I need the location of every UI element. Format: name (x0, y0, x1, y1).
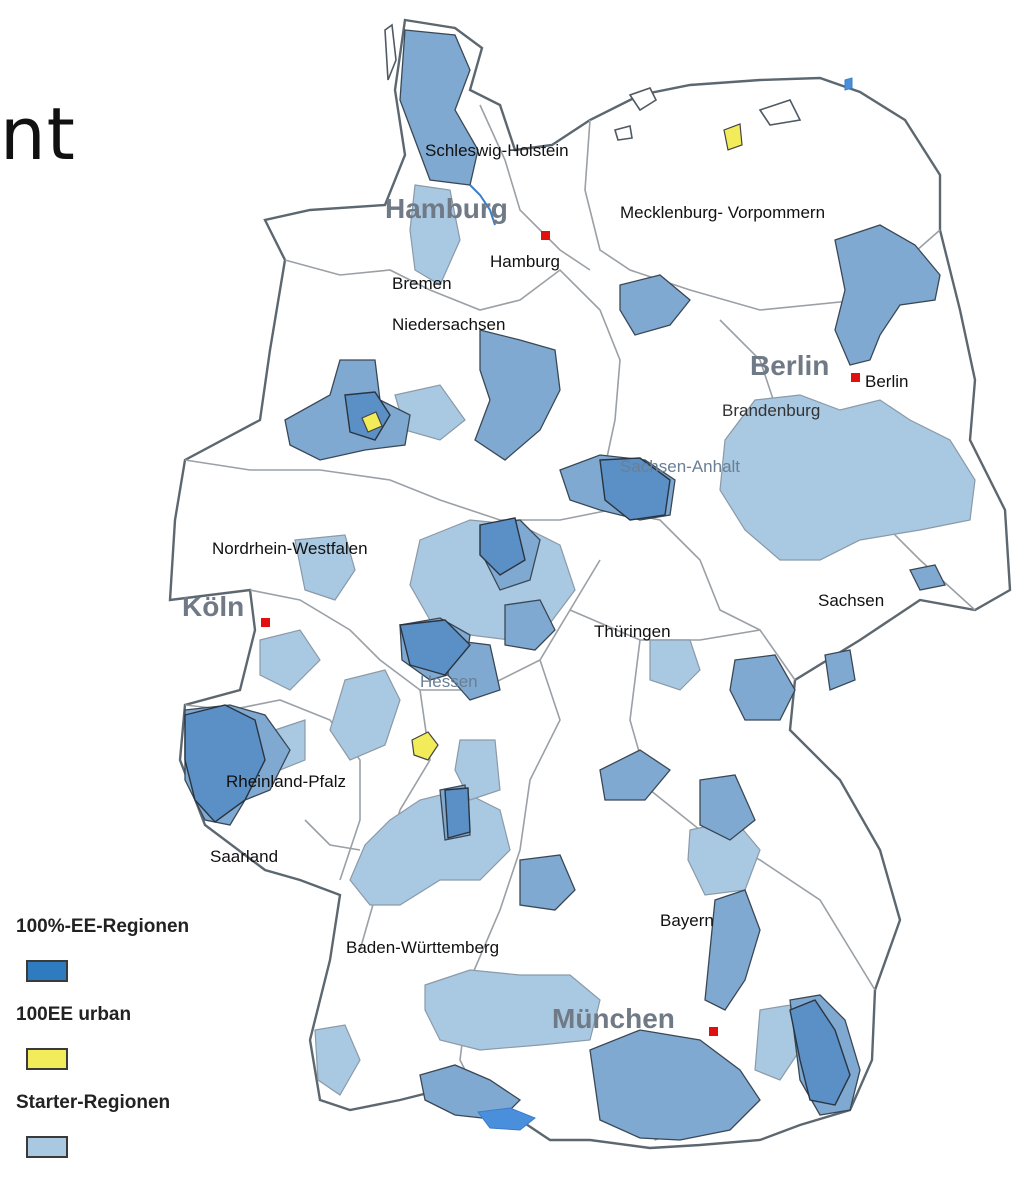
legend-label: 100EE urban (16, 1004, 132, 1025)
label-muenchen: München (552, 1003, 675, 1034)
muenchen-marker (709, 1027, 718, 1036)
label-mecklenburg: Mecklenburg- Vorpommern (620, 203, 825, 222)
koeln-marker (261, 618, 270, 627)
label-bayern: Bayern (660, 911, 714, 930)
label-schleswig-holstein: Schleswig-Holstein (425, 141, 569, 160)
label-koeln: Köln (182, 591, 244, 622)
legend-swatch-ee (26, 960, 68, 982)
germany-outline (168, 18, 1012, 1150)
partial-title: nt (0, 92, 76, 176)
water-bodies (469, 77, 853, 1131)
label-sachsen: Sachsen (818, 591, 884, 610)
hamburg-marker (541, 231, 550, 240)
label-niedersachsen: Niedersachsen (392, 315, 505, 334)
ee-regions (184, 391, 851, 1106)
berlin-marker (851, 373, 860, 382)
legend-label: 100%-EE-Regionen (16, 916, 190, 937)
starter-regions (259, 184, 976, 1141)
label-rheinland-pfalz: Rheinland-Pfalz (226, 772, 346, 791)
label-thueringen: Thüringen (594, 622, 671, 641)
label-bremen: Bremen (392, 274, 452, 293)
label-hamburg-small: Hamburg (490, 252, 560, 271)
legend-item-ee-urban: 100EE urban (16, 1004, 276, 1092)
legend-label: Starter-Regionen (16, 1092, 171, 1113)
label-saarland: Saarland (210, 847, 278, 866)
label-hamburg-big: Hamburg (385, 193, 508, 224)
legend-item-ee-regions: 100%-EE-Regionen (16, 916, 276, 1004)
legend-swatch-starter (26, 1136, 68, 1158)
label-nrw: Nordrhein-Westfalen (212, 539, 368, 558)
label-brandenburg: Brandenburg (722, 401, 820, 420)
map-labels: Schleswig-Holstein Hamburg Hamburg Meckl… (182, 141, 908, 1034)
ee-urban-regions (361, 123, 743, 761)
legend-item-starter: Starter-Regionen (16, 1092, 276, 1180)
label-berlin-big: Berlin (750, 350, 829, 381)
label-hessen: Hessen (420, 672, 478, 691)
legend: 100%-EE-Regionen 100EE urban Starter-Reg… (16, 916, 276, 1180)
legend-swatch-urban (26, 1048, 68, 1070)
label-baden-wuerttemberg: Baden-Württemberg (346, 938, 499, 957)
label-sachsen-anhalt: Sachsen-Anhalt (620, 457, 740, 476)
islands (384, 23, 802, 141)
label-berlin-small: Berlin (865, 372, 908, 391)
